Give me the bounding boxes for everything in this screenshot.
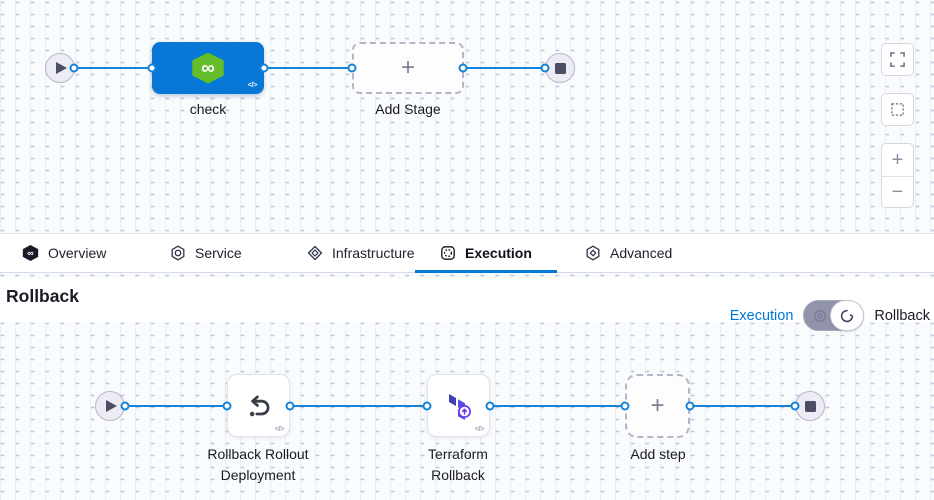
tab-overview[interactable]: ∞ Overview [0, 234, 131, 272]
harness-cd-icon: ∞ [192, 52, 224, 84]
harness-icon: ∞ [22, 245, 39, 261]
add-stage-label: Add Stage [375, 101, 441, 117]
connector-port [540, 63, 550, 73]
tab-label: Overview [48, 245, 107, 261]
rollback-undo-icon [249, 395, 269, 416]
connector-port [790, 401, 800, 411]
connector-port [259, 63, 269, 73]
pipeline-edge [264, 67, 352, 69]
connector-port [422, 401, 432, 411]
add-stage-button[interactable]: + [352, 42, 464, 94]
zoom-controls: + − [881, 143, 914, 208]
pipeline-end-node [795, 391, 825, 421]
plus-icon: + [650, 392, 665, 419]
pipeline-edge [490, 405, 625, 407]
code-icon: </> [474, 424, 485, 433]
infrastructure-icon [307, 245, 323, 261]
rollback-pipeline-canvas[interactable]: Rollback Execution Rollback [0, 273, 934, 500]
step-card-terraform-rollback[interactable]: </> [427, 374, 490, 437]
pipeline-studio-tabbar: ∞ Overview Service Infrastructure Execut… [0, 233, 934, 273]
step-label: Rollback Rollout Deployment [207, 446, 309, 483]
execution-toggle-icon [814, 310, 827, 322]
tab-label: Service [195, 245, 242, 261]
toggle-knob [830, 300, 865, 331]
connector-port [347, 63, 357, 73]
play-icon [56, 62, 67, 74]
advanced-icon [586, 245, 600, 261]
stage-card-check[interactable]: ∞ </> [152, 42, 264, 94]
pipeline-end-node [545, 53, 575, 83]
zoom-out-button[interactable]: − [882, 176, 913, 207]
tab-label: Execution [465, 245, 532, 261]
stage-label: check [189, 101, 227, 117]
pipeline-edge [463, 67, 545, 69]
add-step-label: Add step [630, 446, 686, 462]
pipeline-edge [290, 405, 427, 407]
pipeline-edge [125, 405, 227, 407]
connector-port [620, 401, 630, 411]
rollback-section-header [0, 278, 934, 322]
code-icon: </> [247, 80, 258, 89]
connector-port [285, 401, 295, 411]
zoom-in-button[interactable]: + [891, 148, 904, 171]
tab-advanced[interactable]: Advanced [560, 234, 697, 272]
code-icon: </> [274, 424, 285, 433]
stop-icon [554, 62, 566, 74]
rollback-toggle[interactable] [803, 300, 865, 331]
selection-mode-button[interactable] [881, 93, 914, 126]
tab-execution[interactable]: Execution [415, 234, 557, 273]
marquee-select-icon [891, 103, 904, 116]
terraform-icon [448, 393, 471, 420]
section-title: Rollback [6, 286, 79, 306]
step-card-rollback-rollout[interactable]: </> [227, 374, 290, 437]
connector-port [685, 401, 695, 411]
plus-icon: + [400, 54, 415, 81]
rollback-toggle-icon [841, 309, 854, 322]
connector-port [485, 401, 495, 411]
tab-label: Advanced [610, 245, 673, 261]
rollback-toggle-label: Rollback [874, 307, 930, 324]
execution-link[interactable]: Execution [729, 307, 794, 324]
connector-port [69, 63, 79, 73]
tab-label: Infrastructure [332, 245, 415, 261]
tab-infrastructure[interactable]: Infrastructure [282, 234, 439, 272]
pipeline-edge [74, 67, 152, 69]
tab-service[interactable]: Service [145, 234, 267, 272]
fullscreen-icon [890, 52, 905, 67]
stage-pipeline-canvas[interactable]: ∞ </> check + Add Stage + − [0, 0, 934, 233]
connector-port [120, 401, 130, 411]
stop-icon [804, 400, 816, 412]
service-icon [171, 245, 185, 261]
step-label: Terraform Rollback [428, 446, 488, 483]
connector-port [147, 63, 157, 73]
connector-port [222, 401, 232, 411]
execution-rollback-switch-row: Execution Rollback [730, 300, 930, 331]
fullscreen-button[interactable] [881, 43, 914, 76]
add-step-button[interactable]: + [625, 374, 690, 438]
execution-icon [441, 246, 455, 260]
connector-port [458, 63, 468, 73]
play-icon [106, 400, 117, 412]
pipeline-edge [690, 405, 795, 407]
